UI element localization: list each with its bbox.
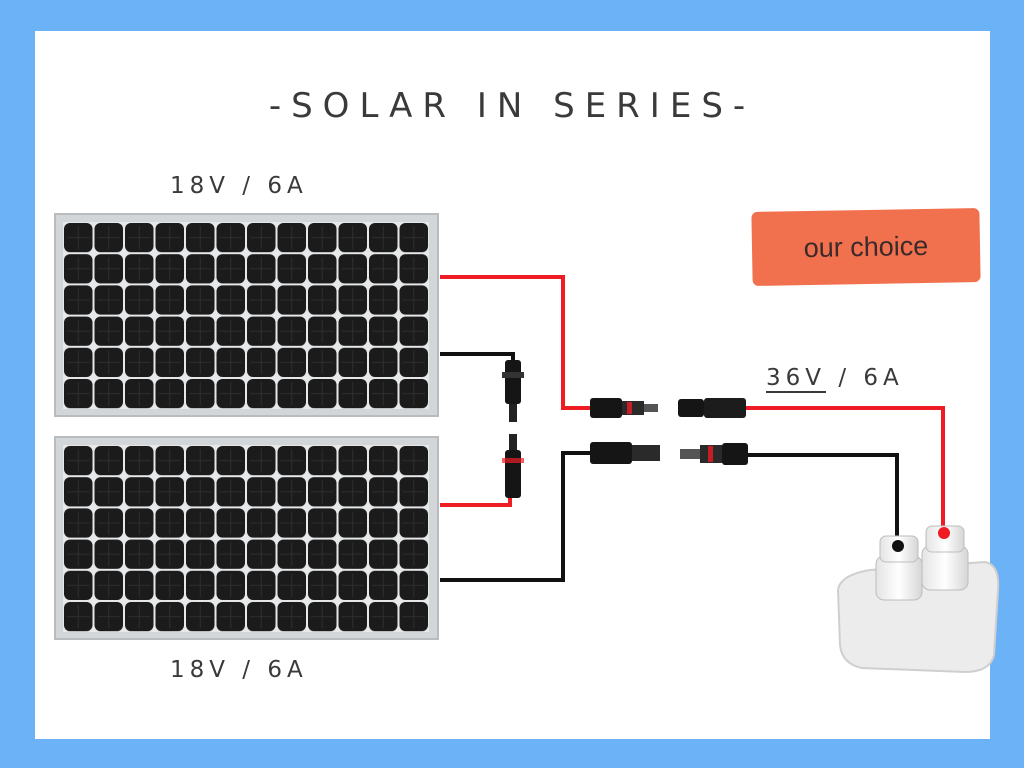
output-rating: 36V / 6A	[766, 365, 904, 391]
positive-mc4-connector-female	[678, 398, 746, 418]
bottom-panel-positive-wire	[440, 497, 512, 507]
bottom-panel-negative-wire	[440, 451, 592, 582]
bottom-panel-rating: 18V / 6A	[170, 657, 308, 683]
bottom-solar-panel	[54, 436, 439, 640]
output-separator: /	[826, 365, 864, 391]
negative-mc4-connector-male	[590, 442, 660, 464]
roof-cable-entry-gland	[836, 525, 1000, 674]
output-negative-wire	[745, 453, 899, 540]
series-link-connector-bottom	[502, 434, 524, 498]
top-panel-negative-wire	[440, 352, 515, 362]
series-link-connector-top	[502, 360, 524, 422]
diagram-title: -SOLAR IN SERIES-	[268, 86, 756, 126]
negative-mc4-connector-female	[680, 443, 748, 465]
positive-mc4-connector-male	[590, 398, 658, 418]
top-panel-rating: 18V / 6A	[170, 173, 308, 199]
output-voltage: 36V	[766, 365, 827, 391]
top-solar-panel	[54, 213, 439, 417]
top-panel-positive-wire	[440, 275, 592, 410]
output-current: 6A	[863, 365, 904, 391]
output-positive-wire	[745, 406, 945, 527]
